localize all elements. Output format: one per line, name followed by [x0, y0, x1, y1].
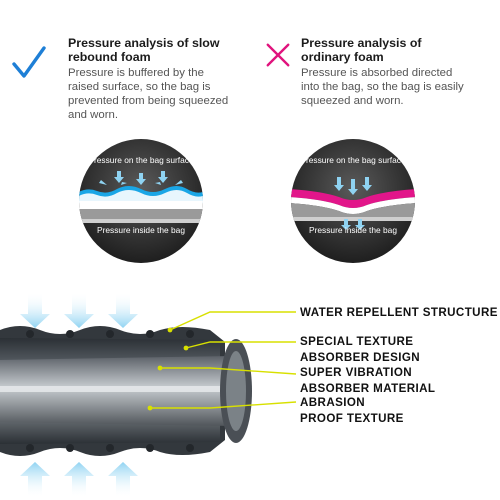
feature-water-repellent: WATER REPELLENT STRUCTURE — [300, 306, 498, 319]
slow-rebound-diagram-graphic — [79, 139, 203, 263]
ordinary-foam-diagram-graphic — [291, 139, 415, 263]
slow-rebound-title: Pressure analysis of slow rebound foam — [68, 36, 220, 64]
feature-super-vibration: SUPER VIBRATION ABSORBER MATERIAL — [300, 366, 436, 395]
ordinary-foam-title: Pressure analysis of ordinary foam — [301, 36, 422, 64]
ordinary-foam-top-label: Pressure on the bag surface — [300, 155, 406, 165]
slow-rebound-top-label: Pressure on the bag surface — [88, 155, 194, 165]
cross-icon — [266, 43, 290, 67]
ordinary-foam-bottom-label: Pressure inside the bag — [309, 225, 397, 235]
slow-rebound-description: Pressure is buffered by the raised surfa… — [68, 67, 229, 121]
checkmark-icon — [12, 46, 46, 78]
slow-rebound-bottom-label: Pressure inside the bag — [97, 225, 185, 235]
feature-special-texture: SPECIAL TEXTURE ABSORBER DESIGN — [300, 335, 421, 364]
feature-abrasion-proof: ABRASION PROOF TEXTURE — [300, 396, 404, 425]
ordinary-foam-description: Pressure is absorbed directed into the b… — [301, 67, 464, 107]
foam-cross-section: WATER REPELLENT STRUCTURE SPECIAL TEXTUR… — [0, 290, 500, 500]
ordinary-foam-pressure-diagram: Pressure on the bag surface Pressure ins… — [289, 137, 417, 265]
slow-rebound-pressure-diagram: Pressure on the bag surface Pressure ins… — [77, 137, 205, 265]
foam-tube-graphic — [0, 292, 297, 498]
